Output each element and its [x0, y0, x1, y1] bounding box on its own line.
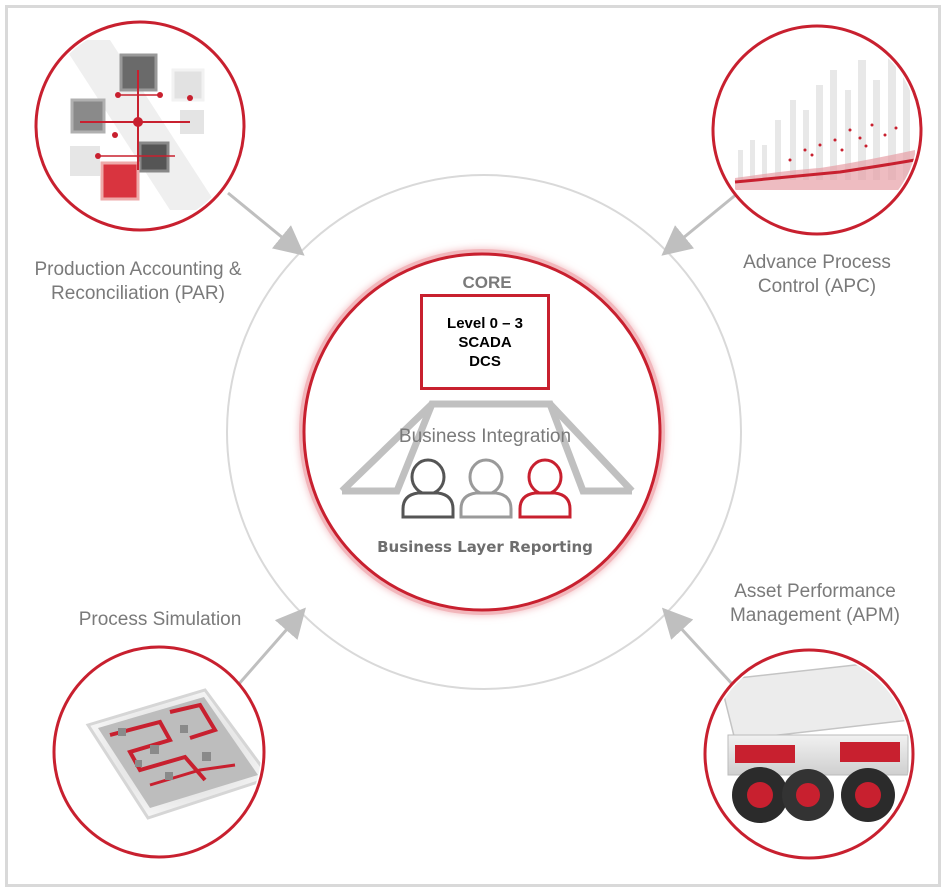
core-line-dcs: DCS — [469, 352, 501, 370]
label-apc-line1: Advance Process — [743, 252, 891, 273]
user-icon — [459, 458, 513, 519]
label-apm-line2: Management (APM) — [729, 605, 900, 626]
arrow-apm — [661, 607, 735, 687]
label-apc-line2: Control (APC) — [757, 276, 877, 297]
label-sim-line1: Process Simulation — [78, 609, 242, 630]
core-ring — [302, 252, 662, 612]
core-line-scada: SCADA — [458, 333, 512, 351]
label-par-line2: Reconciliation (PAR) — [51, 283, 225, 304]
label-par-line1: Production Accounting & — [34, 259, 242, 280]
user-icon — [518, 458, 572, 519]
core-line-level: Level 0 – 3 — [447, 314, 523, 332]
business-layer-reporting-label: Business Layer Reporting — [377, 538, 593, 556]
label-sim: Process Simulation — [60, 608, 260, 632]
business-integration-shape — [342, 400, 632, 495]
apc-image — [711, 24, 923, 236]
label-par: Production Accounting & Reconciliation (… — [20, 258, 256, 306]
label-apc: Advance Process Control (APC) — [712, 251, 922, 299]
user-icon — [401, 458, 455, 519]
process-simulation-image — [52, 645, 266, 859]
core-title: CORE — [462, 273, 512, 292]
apm-image — [703, 648, 915, 860]
label-apm: Asset Performance Management (APM) — [708, 580, 922, 628]
outer-ring — [226, 174, 742, 690]
arrow-sim — [236, 607, 306, 686]
label-apm-line1: Asset Performance — [734, 581, 896, 602]
arrow-apc — [661, 191, 739, 256]
business-integration-shape-upper — [339, 401, 635, 494]
par-image — [34, 20, 246, 232]
arrow-par — [227, 191, 305, 256]
core-box: Level 0 – 3 SCADA DCS — [420, 294, 550, 390]
business-integration-label: Business Integration — [398, 426, 572, 447]
